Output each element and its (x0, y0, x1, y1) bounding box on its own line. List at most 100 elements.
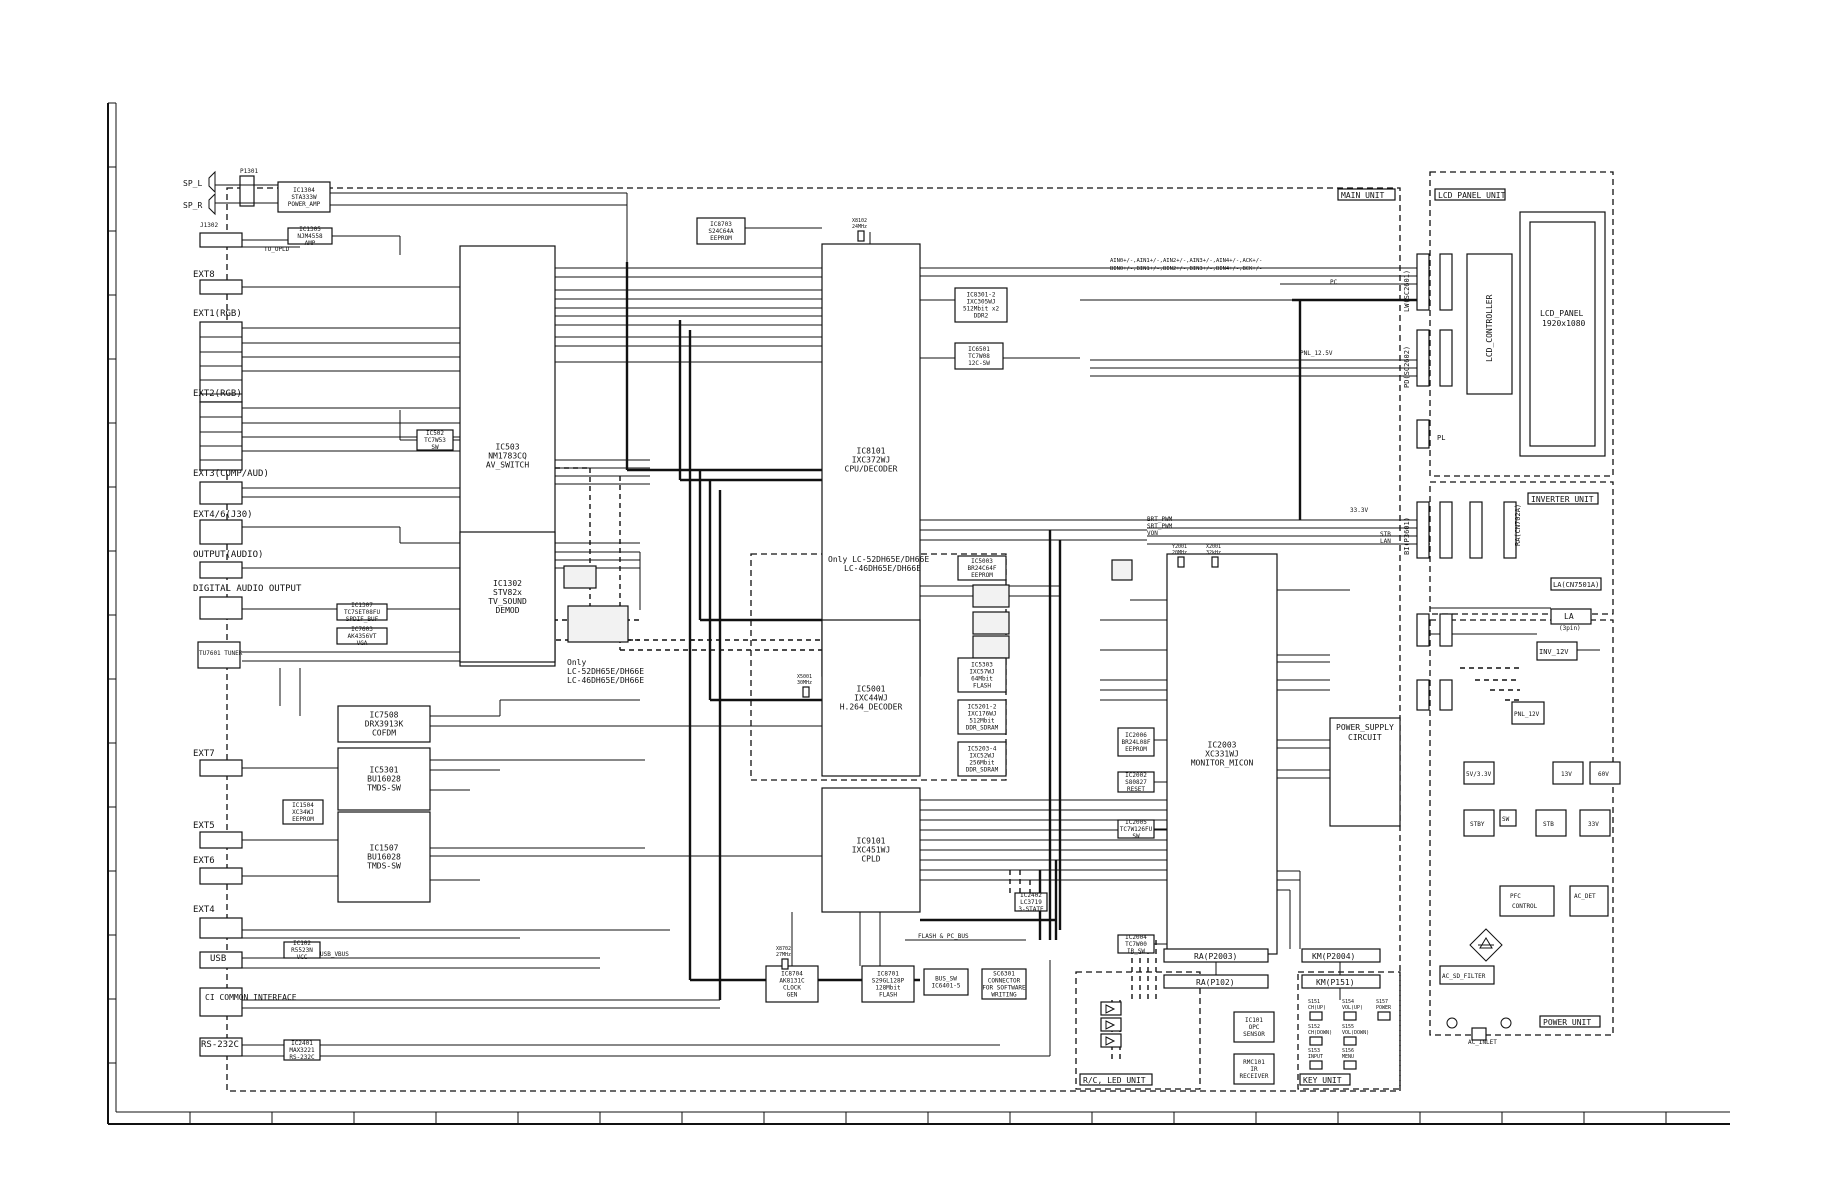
ic-label: LC3719 (1020, 899, 1042, 906)
key-switches: S151CH(UP)S152CH(DOWN)S153INPUTS154VOL(U… (1100, 999, 1392, 1070)
ic-label: 256Mbit (969, 760, 995, 767)
ic-label: SW (431, 444, 439, 451)
ic-label: BU16028 (367, 775, 401, 784)
crystal-body (1211, 556, 1219, 568)
crystals: X810224MHzX200132kHzY200120MHzX500130MHz… (776, 218, 1221, 970)
ic-label: EEPROM (1125, 746, 1147, 753)
key-switch-ref: S156 (1342, 1048, 1354, 1054)
power-block (1579, 809, 1611, 837)
power-block (1463, 761, 1495, 785)
crystal-ref: X8102 (852, 218, 867, 224)
ic-label: IC8704 (781, 971, 803, 978)
connector-box (1439, 501, 1453, 559)
power-block-label: AC_INLET (1468, 1039, 1497, 1046)
lcd-unit: LCD_CONTROLLER LCD_PANEL 1920x1080 LW(SC… (1403, 211, 1606, 591)
crystal-body (857, 230, 865, 242)
ic-label: IC5203-4 (968, 746, 997, 753)
ic-label: FLASH (973, 683, 991, 690)
ic-label: IXC451WJ (852, 846, 891, 855)
tuner-label: TU7601 TUNER (199, 650, 243, 657)
led-icon (1105, 1020, 1116, 1030)
ic-label: IR_SW (1127, 948, 1145, 955)
inv-sig-5: STB (1380, 531, 1391, 538)
key-switch-name: CH(DOWN) (1308, 1030, 1332, 1036)
key-switch-ref: S153 (1308, 1048, 1320, 1054)
ic-box (1233, 1053, 1275, 1085)
small-part (563, 565, 597, 589)
connector-box (1416, 501, 1430, 559)
led-box (1100, 1033, 1122, 1048)
unit-labels: MAIN UNIT LCD PANEL UNIT INVERTER UNIT P… (1079, 188, 1601, 1086)
ic-label: IC502 (426, 430, 444, 437)
ic-label: IC5001 (857, 685, 886, 694)
power-block (1552, 761, 1584, 785)
ext7-label: EXT7 (193, 749, 215, 759)
ic-box (283, 941, 321, 959)
ic-label: IC7603 (351, 626, 373, 633)
lcd-panel-res: 1920x1080 (1542, 319, 1586, 328)
ic-box (277, 181, 331, 213)
ic-label: WRITING (991, 992, 1017, 999)
key-switch-ref: S151 (1308, 999, 1320, 1005)
ic-label: IXC305WJ (967, 299, 996, 306)
ic-box (336, 603, 388, 621)
ic-label: IC2402 (1020, 892, 1042, 899)
ic-box (954, 342, 1004, 370)
key-switch-body (1343, 1011, 1357, 1021)
ic-label: IXC44WJ (854, 694, 888, 703)
ic-label: AMP (305, 240, 316, 247)
ic-box (957, 741, 1007, 777)
ic-label: IXC57WJ (969, 669, 994, 676)
crystal-freq: 32kHz (1206, 550, 1221, 556)
connector-box (1416, 329, 1430, 387)
inv-sig-2: BRT_PWM (1147, 516, 1173, 523)
ic-box (981, 968, 1027, 1000)
power-block-label: 5V/3.3V (1466, 771, 1492, 778)
ic-label: IC6401-5 (932, 983, 961, 990)
ic-label: IC2004 (1125, 934, 1147, 941)
port-box (199, 867, 243, 885)
lcd-bus-2: BIN0+/-,BIN1+/-,BIN2+/-,BIN3+/-,BIN4+/-,… (1110, 266, 1262, 272)
crystal-body (1177, 556, 1185, 568)
connector-box (1469, 501, 1483, 559)
ext3-label: EXT3(COMP/AUD) (193, 469, 269, 479)
ext6-label: EXT6 (193, 856, 215, 866)
sp-r-label: SP_R (183, 201, 202, 210)
inv-sig-4: VON (1147, 530, 1158, 537)
j1302-label: J1302 (200, 222, 218, 229)
ic-label: S29GL128P (872, 978, 905, 985)
unit-outlines (226, 171, 1614, 1092)
ext5-label: EXT5 (193, 821, 215, 831)
ic-label: FOR SOFTWARE (982, 985, 1026, 992)
ic-label: 512Mbit x2 (963, 306, 1000, 313)
port-box (199, 596, 243, 620)
inv-sig-6: LAN (1380, 538, 1391, 545)
port-box (199, 561, 243, 579)
ic-label: 12C-SW (968, 360, 990, 367)
key-switch-ref: S152 (1308, 1024, 1320, 1030)
ic-label: SC6301 (993, 971, 1015, 978)
digital-audio-label: DIGITAL AUDIO OUTPUT (193, 584, 302, 594)
only-note-b-3: LC-46DH65E/DH66E (567, 676, 644, 685)
ic-label: IC101 (1245, 1017, 1263, 1024)
ic-label: R5523N (291, 947, 313, 954)
la-pins-label: (3pin) (1559, 625, 1581, 632)
usb-signal: USB_VBUS (320, 951, 349, 958)
ic-box (821, 619, 921, 777)
pc-signal: PC (1330, 279, 1338, 286)
ic-box (459, 531, 556, 663)
ic-label: STV82x (493, 588, 522, 597)
ic-label: BR24C64F (968, 565, 997, 572)
sheet-frame (107, 102, 1730, 1125)
